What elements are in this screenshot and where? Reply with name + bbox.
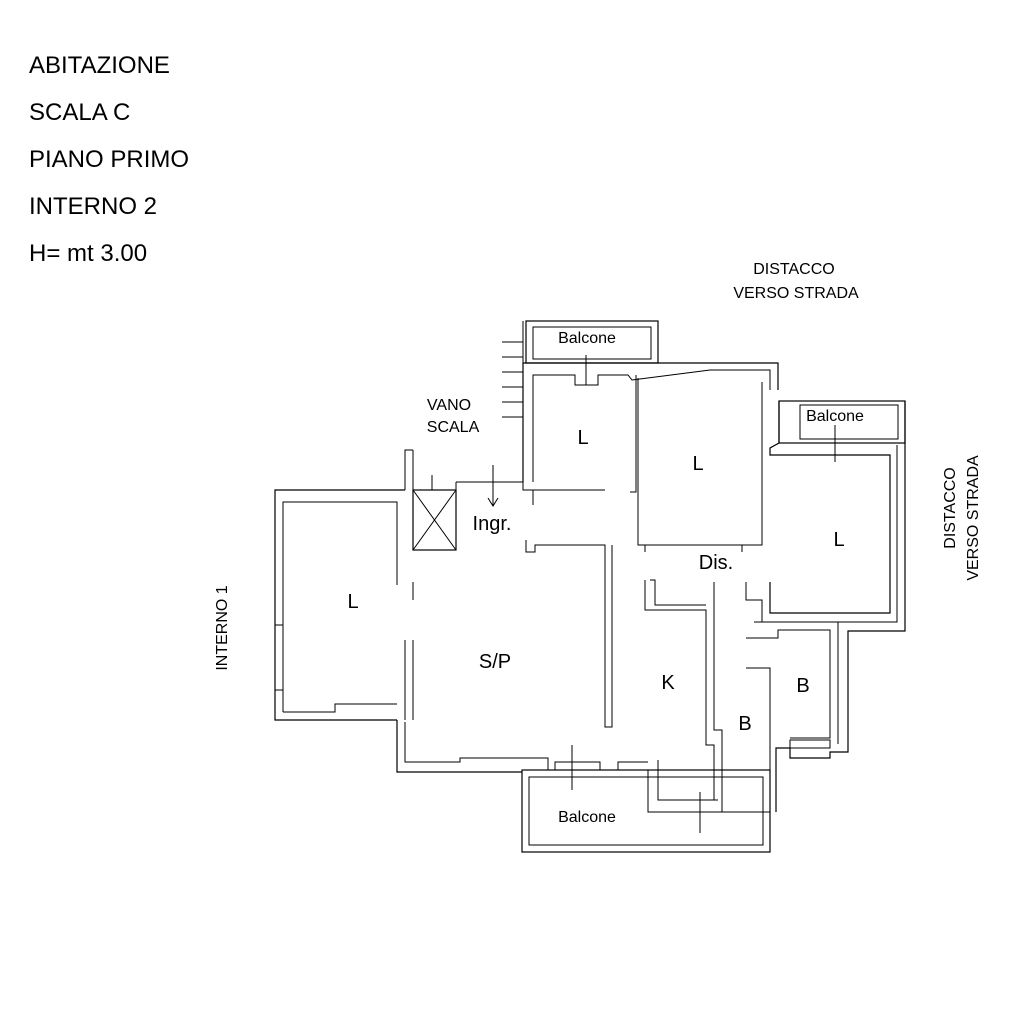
header-height: H= mt 3.00 [29,240,147,267]
room-l-right: L [833,529,844,551]
room-disimpegno: Dis. [699,552,733,574]
room-balcone-bottom: Balcone [558,809,616,826]
room-bagno-2: B [796,675,809,697]
distacco-top-label: DISTACCO [753,261,834,278]
header-scala: SCALA C [29,99,130,126]
header-block: ABITAZIONE SCALA C PIANO PRIMO INTERNO 2… [29,52,189,267]
header-interno: INTERNO 2 [29,193,157,220]
verso-strada-right-label: VERSO STRADA [965,455,982,581]
interno-1-label: INTERNO 1 [214,585,231,670]
room-l-top-small: L [577,427,588,449]
opening-marks [431,355,836,833]
room-balcone-right: Balcone [806,408,864,425]
header-abitazione: ABITAZIONE [29,52,170,79]
walls [274,320,906,853]
room-ingresso: Ingr. [473,513,512,535]
room-l-top-big: L [692,453,703,475]
room-cucina: K [661,672,675,694]
vano-label: VANO [427,397,471,414]
distacco-right-label: DISTACCO [942,467,959,548]
verso-strada-top-label: VERSO STRADA [733,285,859,302]
room-l-left: L [347,591,358,613]
scala-label: SCALA [427,419,480,436]
room-soggiorno: S/P [479,651,511,673]
room-bagno-1: B [738,713,751,735]
header-piano: PIANO PRIMO [29,146,189,173]
room-balcone-top: Balcone [558,330,616,347]
